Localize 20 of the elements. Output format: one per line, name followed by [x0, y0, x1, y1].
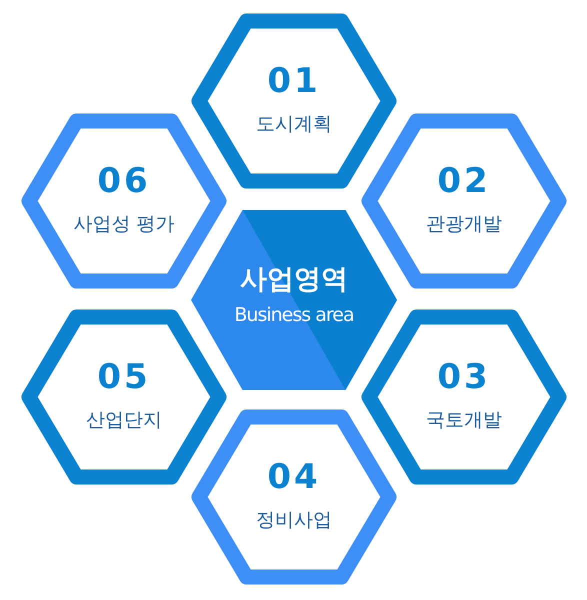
- step-number: 05: [96, 357, 152, 398]
- step-number: 03: [436, 357, 492, 398]
- hexagon-tile: [191, 409, 397, 585]
- area-label: 사업성 평가: [72, 213, 176, 236]
- area-label: 산업단지: [85, 409, 163, 432]
- hexagon-tile: [21, 309, 227, 485]
- center-title: 사업영역: [239, 264, 349, 296]
- hexagon-tile: [21, 113, 227, 289]
- hexagon-tile: [361, 113, 567, 289]
- step-number: 02: [436, 161, 492, 202]
- hexagon-tile: [191, 13, 397, 189]
- step-number: 06: [96, 161, 152, 202]
- hexagon-tile: [361, 309, 567, 485]
- area-label: 정비사업: [255, 509, 333, 532]
- area-label: 국토개발: [425, 409, 503, 432]
- area-label: 관광개발: [425, 213, 503, 236]
- step-number: 04: [266, 457, 322, 498]
- center-subtitle: Business area: [233, 304, 355, 327]
- area-label: 도시계획: [255, 113, 333, 136]
- step-number: 01: [266, 61, 322, 102]
